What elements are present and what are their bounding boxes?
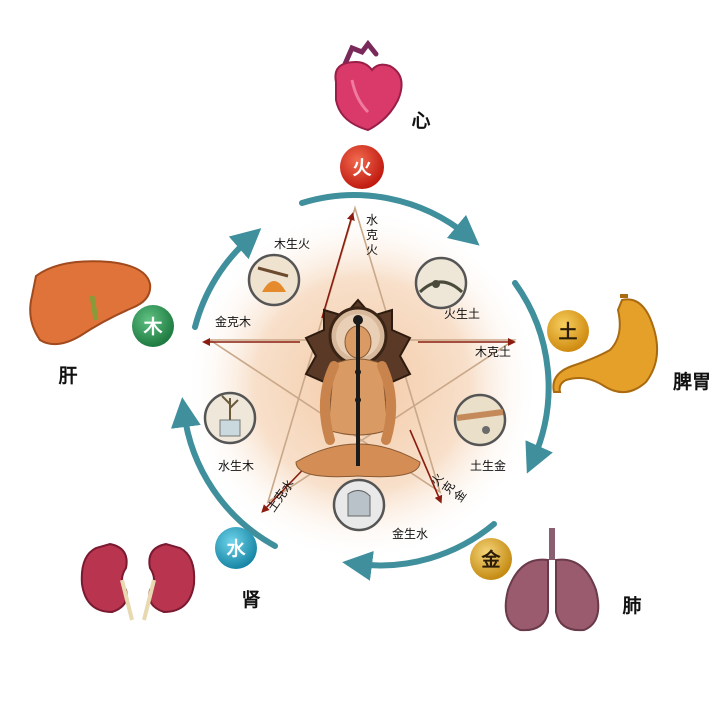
- arrow-wood-to-fire: [192, 228, 262, 330]
- arrow-metal-to-water: [342, 521, 497, 581]
- label-metal-generates-water: 金生水: [392, 526, 428, 541]
- element-fire: 火: [340, 145, 384, 189]
- svg-text:水: 水: [226, 538, 246, 560]
- svg-text:金: 金: [480, 548, 501, 571]
- organ-label-liver: 肝: [58, 365, 77, 387]
- liver-icon: [29, 260, 152, 346]
- lungs-icon: [504, 528, 600, 632]
- svg-text:火: 火: [352, 157, 372, 179]
- arrow-water-controls-fire: [321, 212, 355, 319]
- heart-icon: [334, 39, 403, 132]
- illustration-metal-water: [332, 478, 386, 532]
- svg-text:火: 火: [366, 243, 378, 257]
- element-wood: 木: [132, 305, 174, 347]
- label-fire-generates-earth: 火生土: [444, 307, 480, 321]
- illustration-wood-fire: [247, 253, 301, 307]
- label-wood-controls-earth: 木克土: [475, 345, 511, 359]
- svg-text:水: 水: [366, 213, 378, 227]
- arrow-fire-to-earth: [299, 192, 480, 246]
- illustration-water-wood: [203, 391, 257, 445]
- label-water-generates-wood: 水生木: [218, 459, 254, 473]
- element-water: 水: [215, 527, 257, 569]
- arrow-earth-to-metal: [512, 280, 553, 474]
- label-water-controls-fire: 水 克 火: [366, 213, 378, 257]
- organ-label-heart: 心: [411, 110, 430, 132]
- svg-text:土: 土: [558, 321, 577, 343]
- arrow-water-to-wood: [170, 397, 278, 549]
- label-earth-generates-metal: 土生金: [470, 458, 506, 473]
- kidneys-icon: [80, 542, 196, 621]
- arrow-fire-controls-metal: [409, 429, 443, 504]
- element-earth: 土: [547, 310, 589, 352]
- stomach-icon: [552, 294, 659, 393]
- generating-cycle-arrows: [170, 192, 553, 581]
- organ-label-spleen-stomach: 脾胃: [672, 370, 711, 393]
- element-metal: 金: [470, 538, 512, 580]
- svg-text:木: 木: [142, 315, 163, 338]
- meditating-figure-icon: [295, 298, 421, 478]
- organ-label-lungs: 肺: [622, 595, 641, 617]
- organ-label-kidneys: 肾: [241, 589, 260, 611]
- label-metal-controls-wood: 金克木: [215, 314, 251, 329]
- illustration-earth-metal: [453, 393, 507, 447]
- controlling-arrows: [202, 212, 516, 513]
- label-wood-generates-fire: 木生火: [274, 237, 310, 251]
- illustration-fire-earth: [414, 256, 468, 310]
- svg-text:克: 克: [366, 228, 378, 242]
